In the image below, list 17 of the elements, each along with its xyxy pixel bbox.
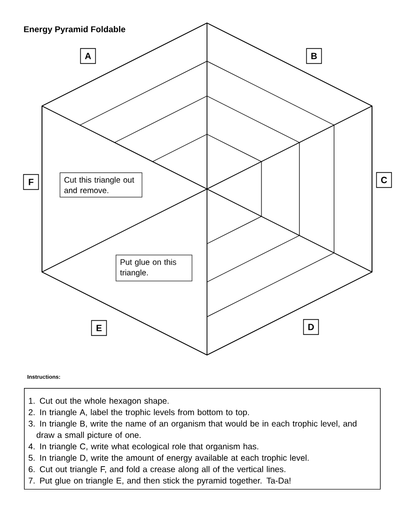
letter-box: D xyxy=(303,319,319,335)
node-label: 5. In triangle D, write the amount of energy available at each trophic level. xyxy=(28,454,309,462)
letter-box: B xyxy=(306,48,322,64)
node-label: 1. Cut out the whole hexagon shape. xyxy=(28,398,169,406)
instructions-box: 1. Cut out the whole hexagon shape. 2. In triangle A, label the trophic levels from bottom to top. 3. In triangle B, write the name of an organism that would be in each trophic level, and draw a small picture of one. 4. In triangle C, write what ecological role that organism has. 5. In triangle D, write the amount of energy available at each trophic level. 6. Cut out triangle F, and fold a crease along all of the vertical lines. 7. Put glue on triangle E, and then stick the pyramid together. Ta-Da! xyxy=(24,388,381,490)
title: Energy Pyramid Foldable xyxy=(24,26,126,34)
note-box: Put glue on this triangle. xyxy=(116,254,192,282)
letter-box: C xyxy=(376,172,392,188)
node-label: 6. Cut out triangle F, and fold a crease along all of the vertical lines. xyxy=(28,466,286,474)
letter-box: E xyxy=(91,320,107,336)
note-box: Cut this triangle out and remove. xyxy=(60,172,142,198)
node-label: 7. Put glue on triangle E, and then stick the pyramid together. Ta-Da! xyxy=(28,477,290,486)
node-label: 3. In triangle B, write the name of an organism that would be in each trophic level, and draw a small picture of one. xyxy=(28,420,356,440)
node-label: 2. In triangle A, label the trophic levels from bottom to top. xyxy=(28,409,249,417)
letter-box: A xyxy=(80,48,96,64)
node-label: 4. In triangle C, write what ecological role that organism has. xyxy=(28,443,258,452)
letter-box: F xyxy=(23,174,39,190)
